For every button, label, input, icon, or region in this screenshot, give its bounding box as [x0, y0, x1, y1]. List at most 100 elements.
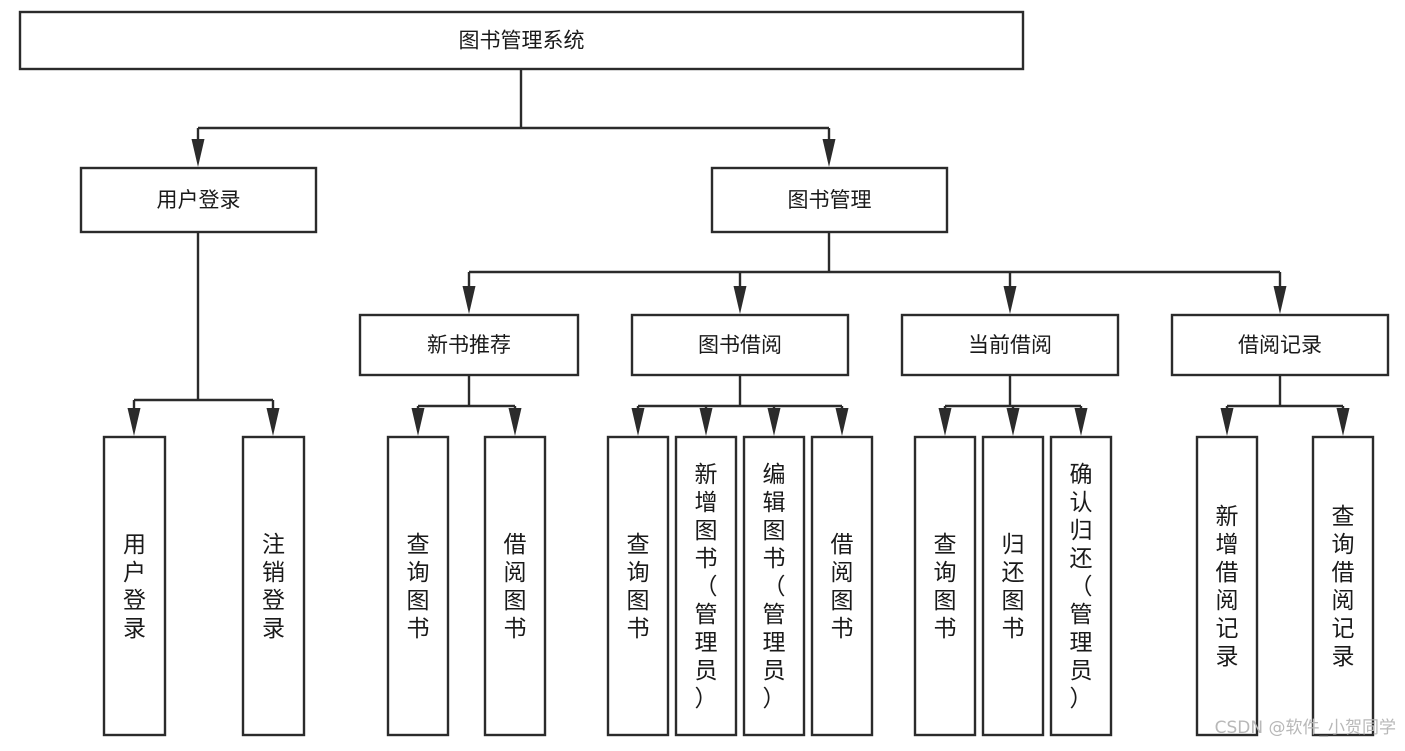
node-label-char: ）	[763, 686, 786, 712]
node-label: 当前借阅	[968, 333, 1052, 357]
node-label-char: 理	[1070, 630, 1093, 656]
node-label-char: 录	[123, 616, 146, 642]
node-label-char: 记	[1332, 616, 1355, 642]
node-label-char: 员	[695, 658, 718, 684]
node-label: 图书借阅	[698, 333, 782, 357]
node-label-char: 登	[123, 588, 146, 614]
node-label-char: 图	[1002, 588, 1025, 614]
node-label-char: 书	[407, 616, 430, 642]
nodes-layer: 图书管理系统用户登录图书管理新书推荐图书借阅当前借阅借阅记录用户登录注销登录查询…	[18, 10, 1390, 737]
node-label-char: 查	[934, 532, 957, 558]
node-label-char: 管	[763, 602, 786, 628]
connectors-layer	[127, 69, 1350, 436]
node-label-char: 理	[695, 630, 718, 656]
node-label-char: 理	[763, 630, 786, 656]
node-current-borrow[interactable]: 当前借阅	[900, 313, 1120, 377]
node-user-login[interactable]: 用户登录	[79, 166, 318, 234]
node-label-char: 书	[627, 616, 650, 642]
node-label-char: ）	[695, 686, 718, 712]
node-label-char: 增	[695, 490, 718, 516]
node-label-char: 图	[831, 588, 854, 614]
node-label-char: 书	[934, 616, 957, 642]
node-label-char: 归	[1070, 518, 1093, 544]
node-label-char: 询	[627, 560, 650, 586]
conn-current-to-leaves	[938, 375, 1088, 436]
node-label-char: 录	[1216, 644, 1239, 670]
node-label: 用户登录	[157, 188, 241, 212]
node-label-char: 记	[1216, 616, 1239, 642]
node-label-char: 用	[123, 532, 146, 558]
node-label-char: 员	[1070, 658, 1093, 684]
node-label-char: 认	[1070, 490, 1093, 516]
node-label-char: 登	[262, 588, 285, 614]
conn-recommend-to-leaves	[411, 375, 522, 436]
node-label: 图书管理	[788, 188, 872, 212]
node-label-char: （	[763, 574, 786, 600]
node-label-char: 户	[123, 560, 146, 586]
node-label-char: 确	[1070, 462, 1093, 488]
node-label-char: 新	[695, 462, 718, 488]
node-label-char: 录	[1332, 644, 1355, 670]
node-label-char: 询	[1332, 532, 1355, 558]
node-book-borrow[interactable]: 图书借阅	[630, 313, 850, 377]
node-label-char: 阅	[1216, 588, 1239, 614]
node-label-char: 还	[1002, 560, 1025, 586]
node-book-management[interactable]: 图书管理	[710, 166, 949, 234]
node-label-char: 还	[1070, 546, 1093, 572]
node-label-char: 图	[695, 518, 718, 544]
node-label-char: 书	[695, 546, 718, 572]
csdn-watermark: CSDN @软件_小贺同学	[1215, 718, 1396, 738]
node-label-char: 图	[934, 588, 957, 614]
node-label-char: 借	[831, 532, 854, 558]
node-label-char: 阅	[831, 560, 854, 586]
node-label-char: 询	[407, 560, 430, 586]
conn-root-to-level2	[191, 69, 836, 167]
node-borrow-record[interactable]: 借阅记录	[1170, 313, 1390, 377]
node-label: 图书管理系统	[459, 29, 585, 53]
node-label-char: 图	[627, 588, 650, 614]
node-label-char: （	[1070, 574, 1093, 600]
conn-borrow-to-leaves	[631, 375, 849, 436]
node-label-char: 管	[695, 602, 718, 628]
node-label-char: 借	[1216, 560, 1239, 586]
node-label-char: 书	[504, 616, 527, 642]
node-label-char: 新	[1216, 504, 1239, 530]
node-leaf-user-login[interactable]: 用户登录	[102, 435, 167, 737]
node-label-char: 图	[763, 518, 786, 544]
node-label-char: 查	[407, 532, 430, 558]
node-label-char: （	[695, 574, 718, 600]
node-label-char: 借	[504, 532, 527, 558]
conn-userlogin-to-leaves	[127, 232, 280, 436]
node-label-char: 增	[1216, 532, 1239, 558]
node-label-char: 查	[627, 532, 650, 558]
node-label-char: 管	[1070, 602, 1093, 628]
node-label-char: 编	[763, 462, 786, 488]
node-label-char: 借	[1332, 560, 1355, 586]
node-root[interactable]: 图书管理系统	[18, 10, 1025, 71]
conn-record-to-leaves	[1220, 375, 1350, 436]
node-label-char: 询	[934, 560, 957, 586]
node-label-char: 书	[763, 546, 786, 572]
node-new-book-recommend[interactable]: 新书推荐	[358, 313, 580, 377]
node-label-char: 销	[262, 560, 285, 586]
node-label-char: 图	[407, 588, 430, 614]
node-label-char: 录	[262, 616, 285, 642]
node-label-char: 阅	[504, 560, 527, 586]
node-label-char: 注	[262, 532, 285, 558]
node-label-char: 书	[1002, 616, 1025, 642]
node-label-char: 员	[763, 658, 786, 684]
